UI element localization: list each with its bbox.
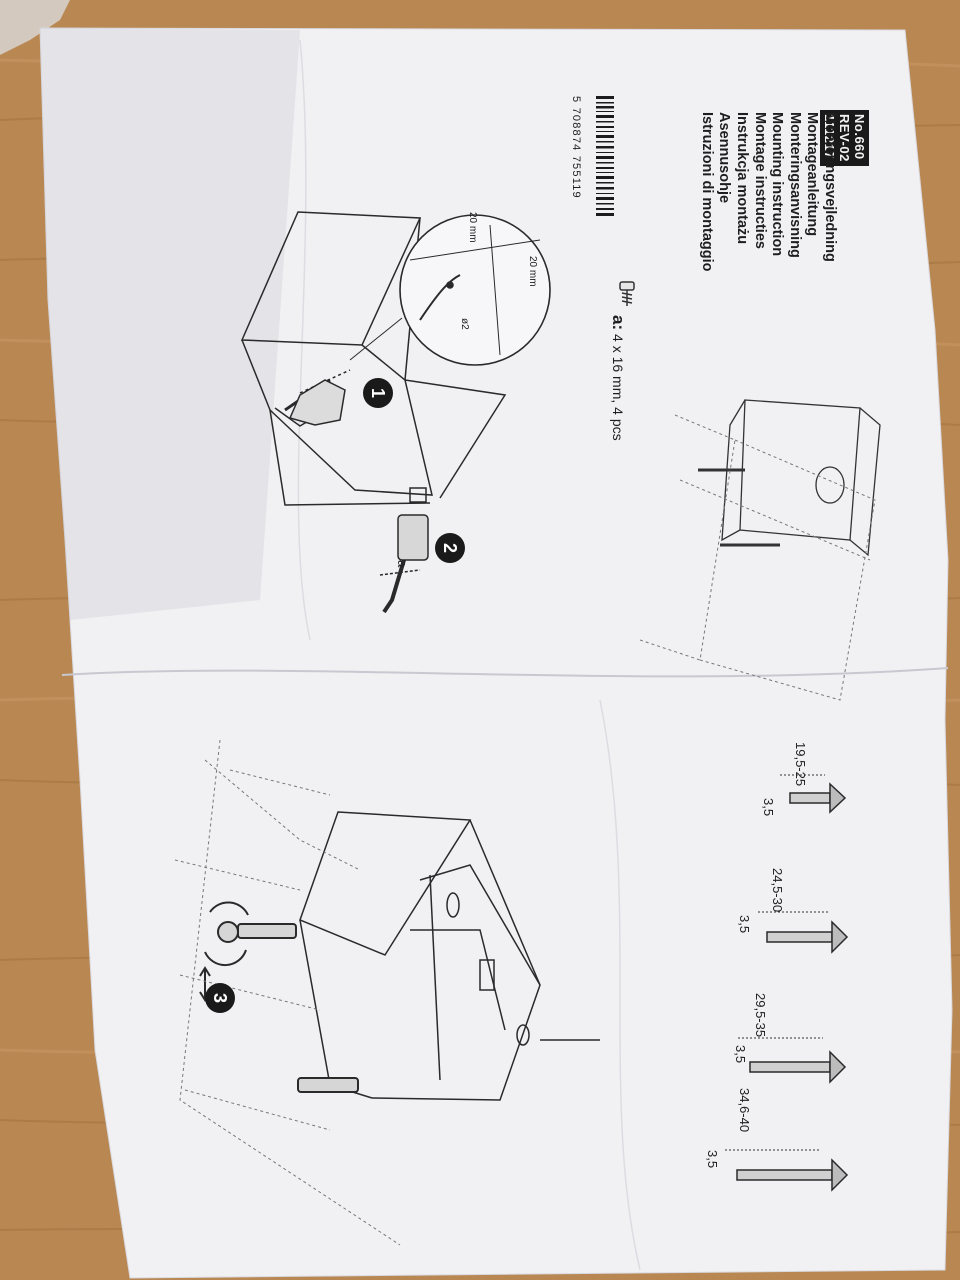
- title-it: Istruzioni di montaggio: [698, 112, 715, 272]
- leg-3-base: 3,5: [733, 1045, 748, 1064]
- barcode-number: 5 708874 755119: [570, 96, 582, 199]
- leg-3-range: 29,5-35: [753, 993, 768, 1038]
- leg-2-base: 3,5: [737, 915, 752, 934]
- title-da: Monteringsvejledning: [822, 112, 838, 262]
- leg-1-base: 3,5: [761, 798, 776, 817]
- paper-shadow: [40, 28, 300, 620]
- paper-fold: [61, 667, 949, 678]
- screw-letter: a:: [609, 315, 628, 331]
- leg-2-range: 24,5-30: [770, 868, 785, 913]
- title-pl: Instrukcja montażu: [734, 112, 751, 245]
- detail-dim-c: ø2: [459, 318, 470, 330]
- title-fi: Asennusohje: [716, 112, 733, 204]
- leg-icon-1: [789, 782, 847, 814]
- title-nl: Montage instructies: [751, 112, 768, 249]
- screw-icon: [619, 281, 635, 306]
- drill-icon: [288, 379, 346, 426]
- step2-part-label: a: [395, 560, 410, 568]
- cabinet-drawing-1: [240, 211, 507, 506]
- code-line-2: REV-02: [837, 114, 852, 162]
- cabinet-drawing-2: [698, 399, 881, 557]
- bracket-screwdriver: [379, 514, 429, 614]
- detail-magnifier: [349, 214, 551, 366]
- floor-grid-3: [174, 739, 401, 1246]
- leg-icon-4: [736, 1158, 849, 1192]
- step-1-badge: 1: [363, 378, 393, 408]
- leg-dim-lines: [725, 774, 828, 1151]
- detail-dim-a: 20 mm: [467, 212, 478, 243]
- leg-icon-2: [766, 920, 849, 954]
- leg-icon-3: [749, 1050, 847, 1084]
- paper-crease: [297, 39, 311, 641]
- step-3-badge: 3: [205, 983, 235, 1013]
- leg-4-base: 3,5: [705, 1150, 720, 1169]
- leg-1-range: 19,5-25: [793, 742, 808, 787]
- paper-crease-2: [599, 699, 641, 1271]
- code-line-1: No.660: [852, 114, 867, 160]
- floor-grid-1: [639, 414, 876, 701]
- leg-4-range: 34,6-40: [737, 1088, 752, 1133]
- title-de: Montageanleitung: [804, 112, 821, 237]
- leg-adjust: [199, 901, 359, 1093]
- screw-spec-label: a: 4 x 16 mm, 4 pcs: [608, 315, 628, 441]
- title-sv: Monteringsanvisning: [786, 112, 803, 258]
- instruction-titles: Monteringsvejledning Montageanleitung Mo…: [697, 112, 838, 272]
- step-2-badge: 2: [435, 533, 465, 563]
- barcode: [596, 96, 614, 216]
- screw-spec: 4 x 16 mm, 4 pcs: [610, 334, 626, 441]
- detail-dim-b: 20 mm: [527, 256, 538, 287]
- plastic-bag: [0, 0, 70, 55]
- title-en: Mounting instruction: [769, 112, 786, 257]
